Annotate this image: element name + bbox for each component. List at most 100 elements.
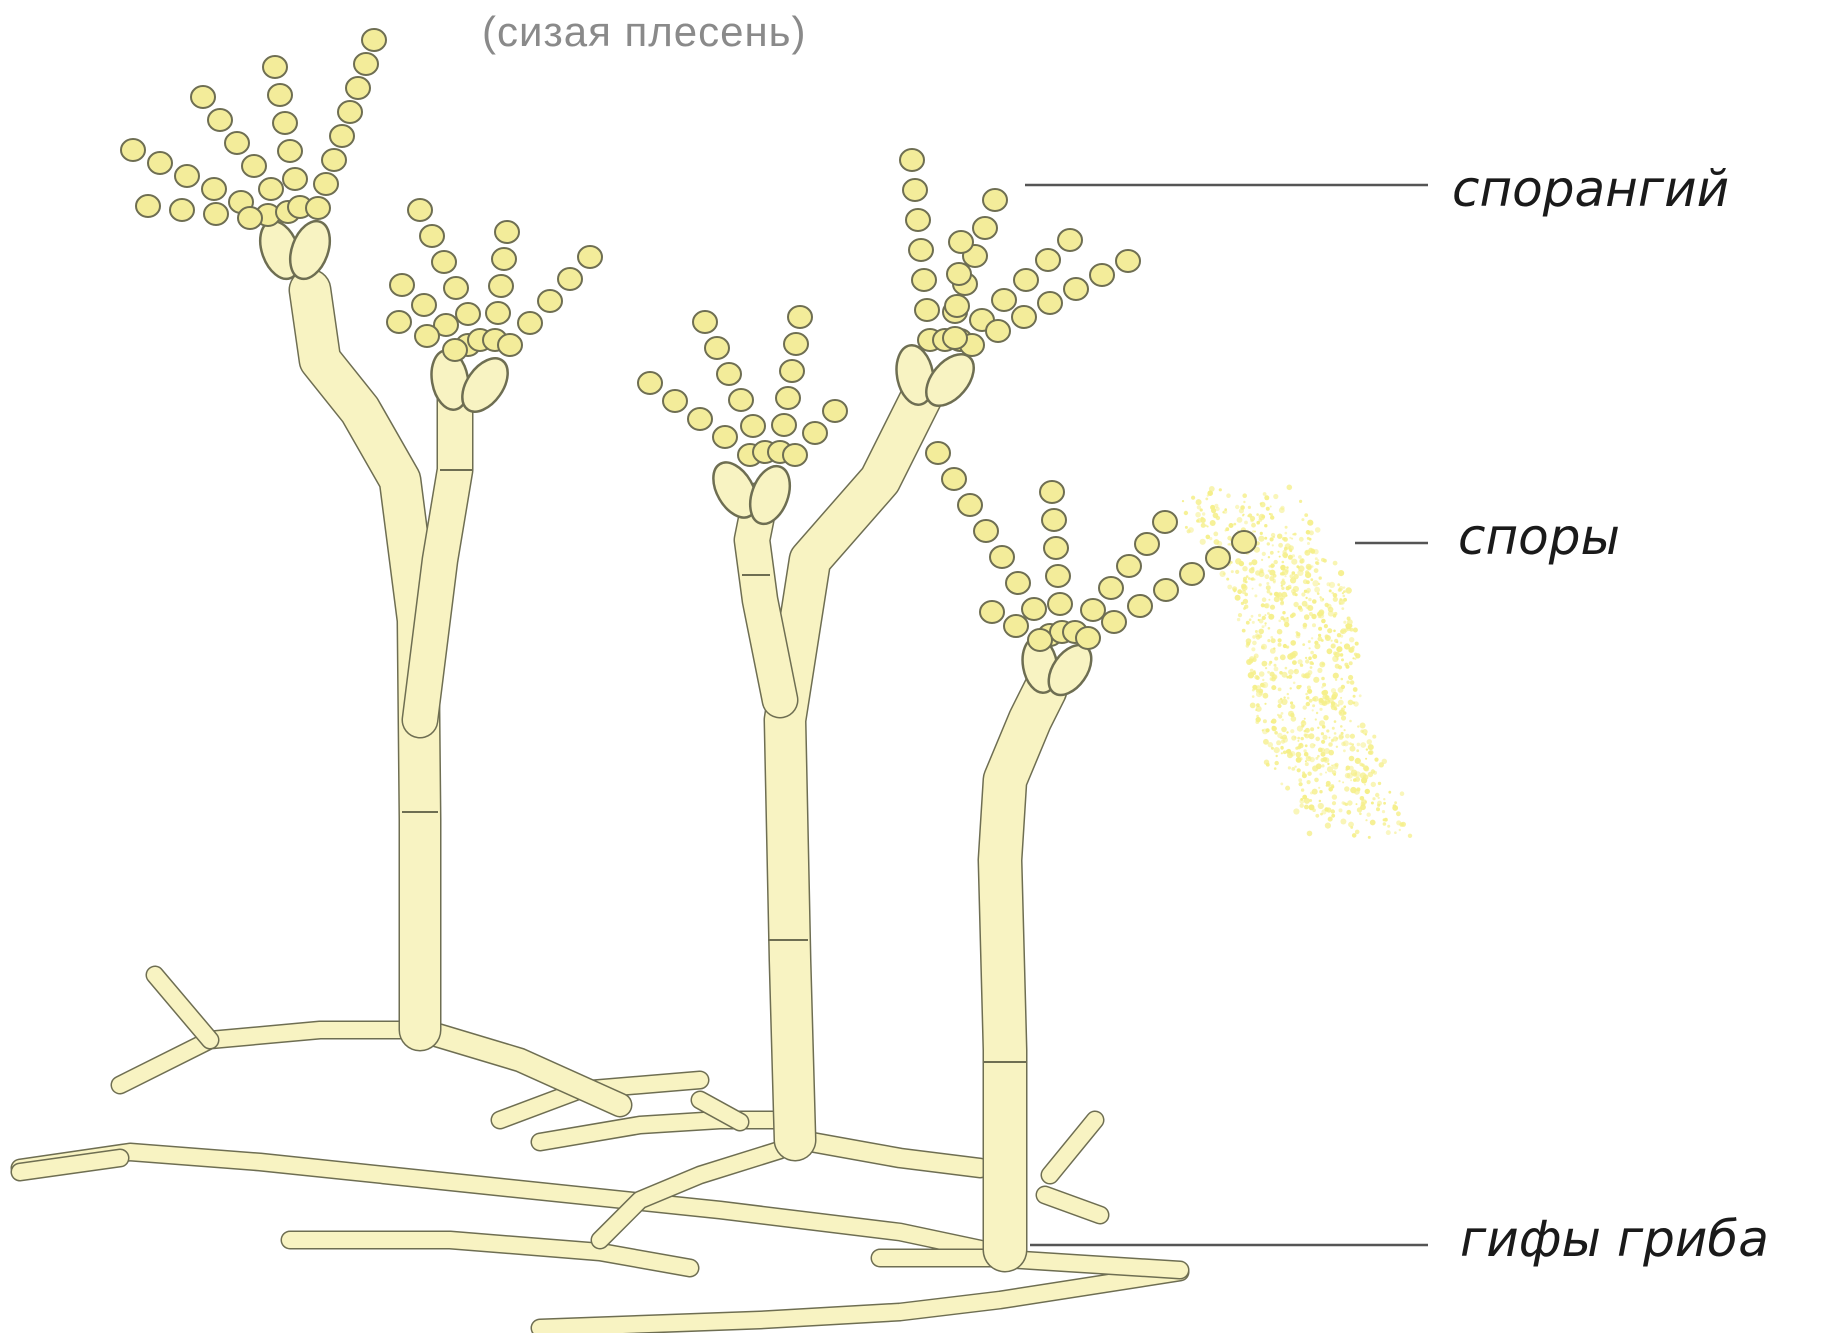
spore-particle [1300,804,1304,808]
spore-particle [1259,671,1265,677]
spore-particle [1297,726,1303,732]
spore [354,53,378,75]
spore-particle [1314,568,1319,573]
spore [1081,599,1105,621]
spore-particle [1306,580,1310,584]
spore-particle [1291,716,1297,722]
spore-particle [1264,614,1266,616]
spore-particle [1367,813,1371,817]
spore-particle [1300,798,1303,801]
spore-particle [1341,678,1344,681]
spore-particle [1325,634,1329,638]
spore-chain [483,221,519,351]
spore-particle [1285,532,1288,535]
spore-particle [1248,672,1254,678]
spore-particle [1372,797,1375,800]
spore-particle [1227,543,1229,545]
spore-particle [1261,559,1263,561]
spore-particle [1286,566,1289,569]
spore [784,333,808,355]
conidiophore-2 [785,390,925,1140]
spore-particle [1271,638,1276,643]
spore-particle [1318,787,1320,789]
spore-particle [1337,583,1340,586]
spore [663,390,687,412]
spore-particle [1315,557,1318,560]
spore-particle [1209,486,1215,492]
spore [1046,565,1070,587]
spore-particle [1331,765,1333,767]
hypha-branch-a [420,1030,620,1105]
spore-particle [1290,614,1294,618]
spore-particle [1270,537,1274,541]
spore [263,56,287,78]
spore-particle [1294,766,1296,768]
spore-particle [1268,556,1270,558]
spore-particle [1286,645,1289,648]
spore-particle [1295,593,1298,596]
spore [912,269,936,291]
spore-particle [1308,757,1310,759]
spore-particle [1328,817,1333,822]
spore [314,173,338,195]
spore-particle [1326,729,1329,732]
spore-particle [1383,798,1385,800]
spore-particle [1312,697,1316,701]
label-spores: споры [1458,508,1620,566]
spore-particle [1270,551,1274,555]
spore-particle [1305,605,1310,610]
spore-particle [1280,601,1284,605]
spore [1038,292,1062,314]
spore [986,320,1010,342]
spore-particle [1244,593,1248,597]
spore-particle [1285,667,1288,670]
spore-particle [1249,618,1252,621]
spore-particle [1281,587,1284,590]
spore-particle [1196,519,1199,522]
spore-particle [1333,597,1338,602]
spore-particle [1244,605,1248,609]
spore-particle [1332,727,1335,730]
spore [900,149,924,171]
spore-particle [1305,572,1311,578]
spore-particle [1277,629,1283,635]
spore-particle [1359,694,1362,697]
spore-particle [1357,725,1359,727]
spore-particle [1278,620,1281,623]
spore-particle [1329,589,1332,592]
spore-particle [1353,778,1357,782]
spore [1004,615,1028,637]
spore-particle [1329,737,1331,739]
spore-particle [1271,685,1276,690]
spore [1102,611,1126,633]
spore-particle [1282,561,1285,564]
spore [943,327,967,349]
spore [1154,579,1178,601]
spore [191,86,215,108]
spore-particle [1219,488,1222,491]
spore-particle [1283,618,1285,620]
spore-particle [1245,581,1248,584]
spore [148,152,172,174]
spore-particle [1206,535,1211,540]
spore-particle [1365,801,1367,803]
spore-particle [1334,732,1337,735]
spore-particle [1345,734,1350,739]
spore-particle [1276,740,1281,745]
spore-particle [1349,742,1352,745]
spore-particle [1251,559,1257,565]
spore-particle [1314,778,1319,783]
spore-particle [1281,752,1283,754]
spore-particle [1288,766,1291,769]
spore-particle [1264,537,1267,540]
spore [1014,269,1038,291]
spore-particle [1233,523,1236,526]
spore-particle [1279,671,1283,675]
spore-particle [1269,565,1272,568]
spore-particle [1340,635,1343,638]
spore-particle [1297,740,1299,742]
spore-particle [1290,550,1292,552]
spore-particle [1263,693,1269,699]
spore-particle [1258,614,1261,617]
spore [283,168,307,190]
